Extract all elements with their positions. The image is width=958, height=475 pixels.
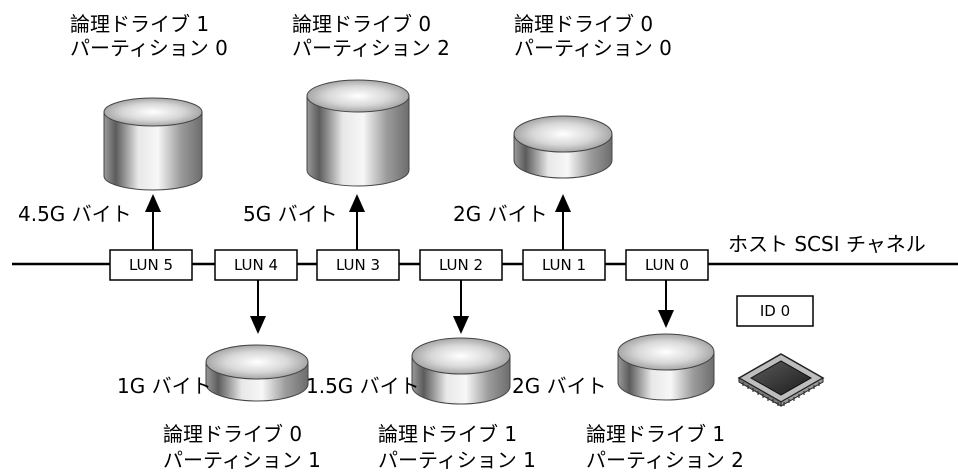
lun-4-capacity: 1G バイト	[117, 374, 212, 398]
lun-2-group: LUN 2 1.5G バイト 論理ドライブ 1 パーティション 1	[306, 249, 536, 472]
lun-0-partition: パーティション 2	[586, 448, 744, 472]
lun-4-disk	[205, 344, 309, 402]
lun-5-partition: パーティション 0	[70, 36, 228, 60]
controller-chip-icon	[737, 353, 825, 407]
lun-3-arrow	[349, 194, 365, 212]
lun-3-group: LUN 3 5G バイト 論理ドライブ 0 パーティション 2	[243, 12, 450, 281]
lun-0-label: LUN 0	[645, 256, 689, 274]
lun-5-box[interactable]	[109, 249, 193, 281]
lun-1-arrow	[555, 194, 571, 212]
lun-4-box[interactable]	[214, 249, 298, 281]
lun-1-group: LUN 1 2G バイト 論理ドライブ 0 パーティション 0	[453, 12, 672, 281]
lun-3-drive: 論理ドライブ 0	[292, 12, 431, 36]
lun-3-box[interactable]	[316, 249, 400, 281]
lun-2-capacity: 1.5G バイト	[306, 374, 420, 398]
lun-0-capacity: 2G バイト	[512, 374, 607, 398]
lun-5-drive: 論理ドライブ 1	[70, 12, 209, 36]
lun-4-drive: 論理ドライブ 0	[163, 422, 302, 446]
lun-2-drive: 論理ドライブ 1	[378, 422, 517, 446]
lun-0-arrow	[658, 310, 674, 328]
lun-1-disk	[513, 115, 613, 179]
lun-5-arrow	[145, 194, 161, 212]
lun-3-partition: パーティション 2	[292, 36, 450, 60]
lun-2-disk	[411, 337, 511, 405]
controller-id-box: ID 0	[736, 295, 814, 327]
lun-0-drive: 論理ドライブ 1	[586, 422, 725, 446]
lun-3-label: LUN 3	[336, 256, 380, 274]
lun-1-label: LUN 1	[542, 256, 586, 274]
controller-id-label: ID 0	[760, 302, 790, 320]
channel-label: ホスト SCSI チャネル	[728, 232, 926, 256]
lun-3-disk	[306, 79, 410, 187]
lun-5-label: LUN 5	[129, 256, 173, 274]
lun-5-capacity: 4.5G バイト	[18, 202, 132, 226]
lun-4-partition: パーティション 1	[163, 448, 321, 472]
lun-2-partition: パーティション 1	[378, 448, 536, 472]
lun-0-group: LUN 0 2G バイト 論理ドライブ 1 パーティション 2	[512, 249, 744, 472]
lun-1-drive: 論理ドライブ 0	[514, 12, 653, 36]
lun-5-group: LUN 5 4.5G バイト 論理ドライブ 1 パーティション 0	[18, 12, 228, 281]
lun-4-arrow	[250, 316, 266, 334]
lun-5-disk	[103, 97, 203, 191]
lun-1-partition: パーティション 0	[514, 36, 672, 60]
lun-3-capacity: 5G バイト	[243, 202, 338, 226]
lun-2-label: LUN 2	[439, 256, 483, 274]
lun-4-label: LUN 4	[234, 256, 278, 274]
lun-0-disk	[617, 333, 715, 401]
lun-2-arrow	[453, 316, 469, 334]
lun-0-box[interactable]	[625, 249, 709, 281]
lun-4-group: LUN 4 1G バイト 論理ドライブ 0 パーティション 1	[117, 249, 321, 472]
lun-1-capacity: 2G バイト	[453, 202, 548, 226]
